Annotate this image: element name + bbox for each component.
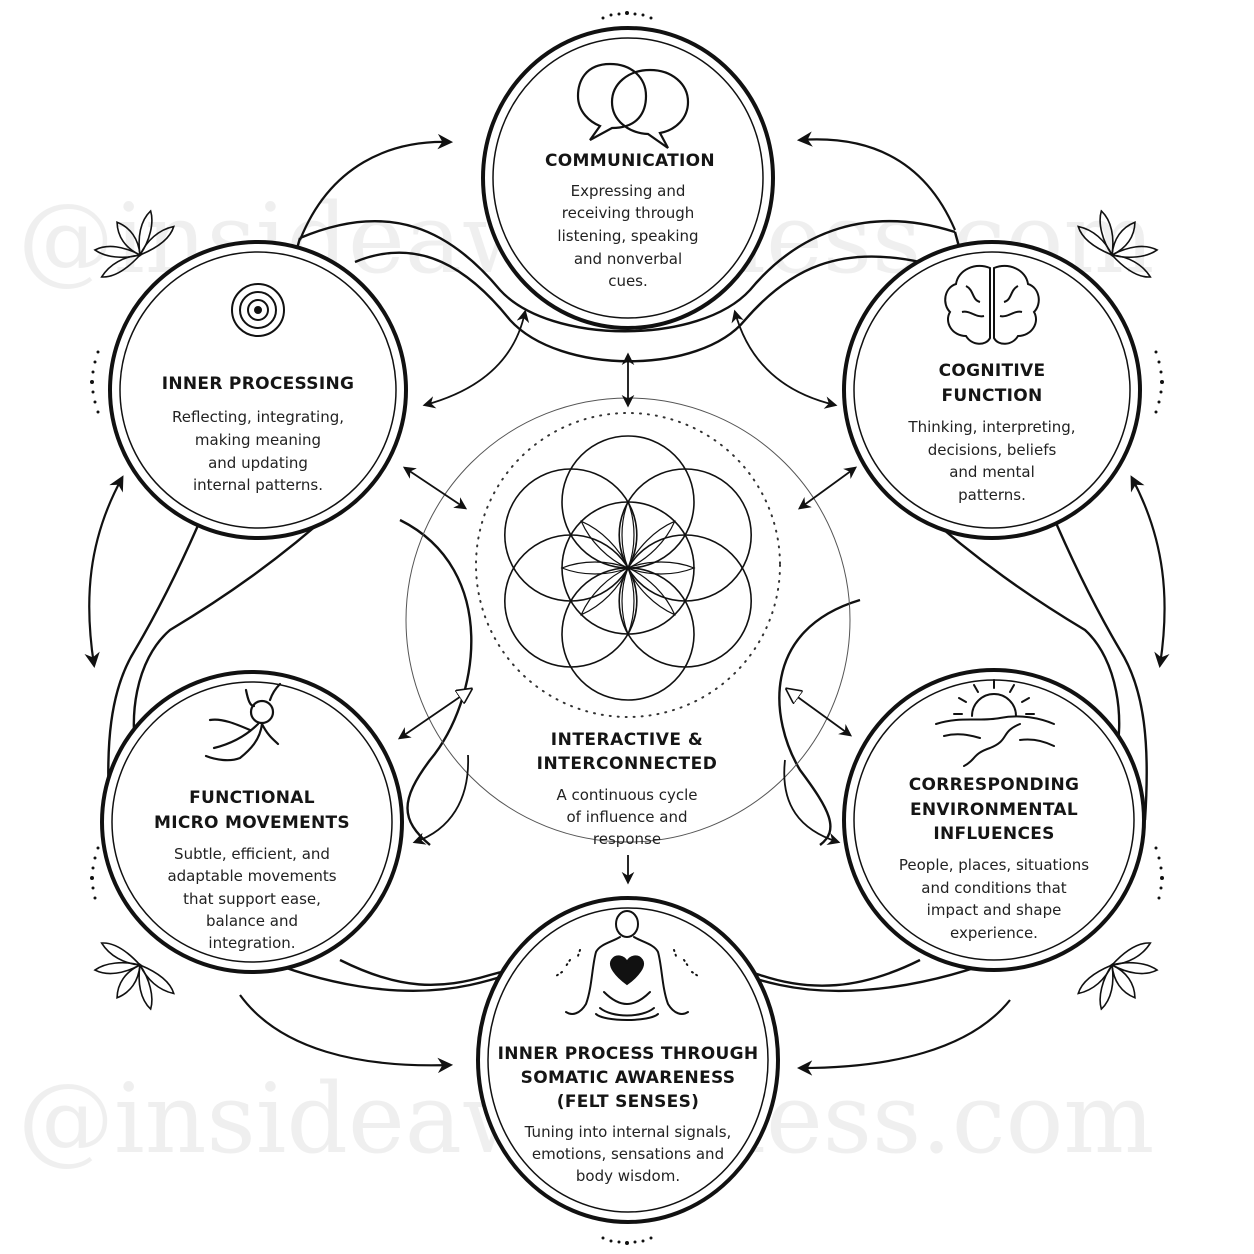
node-desc-line: decisions, beliefs xyxy=(928,441,1057,459)
leaf-sprig-icon-top-left xyxy=(93,209,175,278)
center-desc-line-1: A continuous cycle xyxy=(556,786,697,804)
node-desc-line: Tuning into internal signals, xyxy=(524,1123,732,1141)
node-desc-line: impact and shape xyxy=(927,901,1062,919)
dot-row-bottom xyxy=(601,1236,653,1245)
node-desc-line: body wisdom. xyxy=(576,1167,680,1185)
decorations xyxy=(90,11,1164,1245)
node-title: MICRO MOVEMENTS xyxy=(154,813,350,833)
node-micro-movements: FUNCTIONAL MICRO MOVEMENTS Subtle, effic… xyxy=(100,670,404,974)
arrow-environment-to-somatic xyxy=(796,999,1011,1076)
node-inner-processing: INNER PROCESSING Reflecting, integrating… xyxy=(108,240,408,540)
arrow-environment-somatic xyxy=(783,759,841,845)
node-title: FUNCTIONAL xyxy=(189,788,315,808)
node-desc-line: and nonverbal xyxy=(574,250,682,268)
sunrise-landscape-icon xyxy=(935,679,1055,767)
node-desc-line: and mental xyxy=(949,463,1035,481)
concentric-target-icon xyxy=(231,283,285,337)
node-desc-line: listening, speaking xyxy=(557,227,698,245)
center-desc-line-3: response xyxy=(593,830,661,848)
node-desc-line: experience. xyxy=(950,924,1038,942)
arrow-communication-cognitive xyxy=(731,309,838,409)
meditating-figure-heart-icon xyxy=(555,910,699,1021)
arrow-center-environment xyxy=(788,690,850,735)
arrow-micro-somatic xyxy=(412,754,469,845)
center-label: INTERACTIVE & INTERCONNECTED A continuou… xyxy=(537,730,718,848)
node-title: COMMUNICATION xyxy=(545,151,715,171)
node-title: SOMATIC AWARENESS xyxy=(521,1068,736,1088)
node-desc-line: receiving through xyxy=(562,204,695,222)
node-desc-line: balance and xyxy=(206,912,298,930)
node-desc-line: Expressing and xyxy=(571,182,686,200)
node-cognitive-function: COGNITIVE FUNCTION Thinking, interpretin… xyxy=(842,240,1142,540)
dot-column-right-lower xyxy=(1154,846,1164,900)
dot-column-right-upper xyxy=(1154,350,1164,414)
node-title: INFLUENCES xyxy=(933,824,1054,844)
arrow-cognitive-environment xyxy=(1130,475,1170,669)
node-desc-line: and conditions that xyxy=(921,879,1067,897)
node-title: COGNITIVE xyxy=(939,361,1046,381)
arrow-center-micro xyxy=(400,690,470,738)
center-desc-line-2: of influence and xyxy=(566,808,687,826)
arrow-cognitive-to-communication xyxy=(796,131,957,231)
arrow-center-inner xyxy=(402,466,468,510)
node-desc-line: cues. xyxy=(608,272,648,290)
speech-bubbles-icon xyxy=(576,62,690,149)
arrow-inner-to-communication xyxy=(298,133,454,241)
flower-of-life-icon xyxy=(504,435,753,701)
node-desc-line: adaptable movements xyxy=(167,867,336,885)
node-desc-line: patterns. xyxy=(958,486,1026,504)
dot-column-left-upper xyxy=(90,350,100,414)
node-communication: COMMUNICATION Expressing and receiving t… xyxy=(481,26,775,330)
node-desc-line: integration. xyxy=(208,934,295,952)
brain-icon xyxy=(944,265,1040,345)
node-desc-line: that support ease, xyxy=(183,890,321,908)
dot-column-left-lower xyxy=(90,846,100,900)
node-desc-line: making meaning xyxy=(195,431,321,449)
node-title: INNER PROCESSING xyxy=(162,374,355,394)
node-desc-line: and updating xyxy=(208,454,308,472)
center-title-line-1: INTERACTIVE & xyxy=(551,730,703,750)
arrow-center-cognitive xyxy=(797,466,858,510)
node-title: INNER PROCESS THROUGH xyxy=(498,1044,759,1064)
leaf-sprig-icon-bottom-left xyxy=(93,942,175,1011)
outer-cycle-arrows xyxy=(84,131,1170,1076)
node-desc-line: Thinking, interpreting, xyxy=(907,418,1075,436)
leaf-sprig-icon-top-right xyxy=(1077,209,1159,278)
arrow-inner-micro xyxy=(84,475,124,669)
node-title: (FELT SENSES) xyxy=(557,1092,699,1112)
dotted-guide-circle xyxy=(475,412,781,718)
node-environmental-influences: CORRESPONDING ENVIRONMENTAL INFLUENCES P… xyxy=(842,668,1146,972)
center-title-line-2: INTERCONNECTED xyxy=(537,754,718,774)
node-title: ENVIRONMENTAL xyxy=(910,800,1078,820)
node-title: CORRESPONDING xyxy=(909,775,1080,795)
moving-figure-icon xyxy=(204,682,282,762)
node-somatic-awareness: INNER PROCESS THROUGH SOMATIC AWARENESS … xyxy=(476,896,780,1224)
dot-row-top xyxy=(601,11,653,20)
node-desc-line: People, places, situations xyxy=(899,856,1089,874)
arrow-communication-inner xyxy=(422,309,530,409)
inner-arrows xyxy=(400,309,858,885)
node-title: FUNCTION xyxy=(941,386,1042,406)
node-desc-line: emotions, sensations and xyxy=(532,1145,724,1163)
node-desc-line: Subtle, efficient, and xyxy=(174,845,330,863)
arrow-micro-to-somatic xyxy=(239,994,454,1074)
node-desc-line: Reflecting, integrating, xyxy=(172,408,344,426)
node-desc-line: internal patterns. xyxy=(193,476,323,494)
leaf-sprig-icon-bottom-right xyxy=(1077,942,1159,1011)
